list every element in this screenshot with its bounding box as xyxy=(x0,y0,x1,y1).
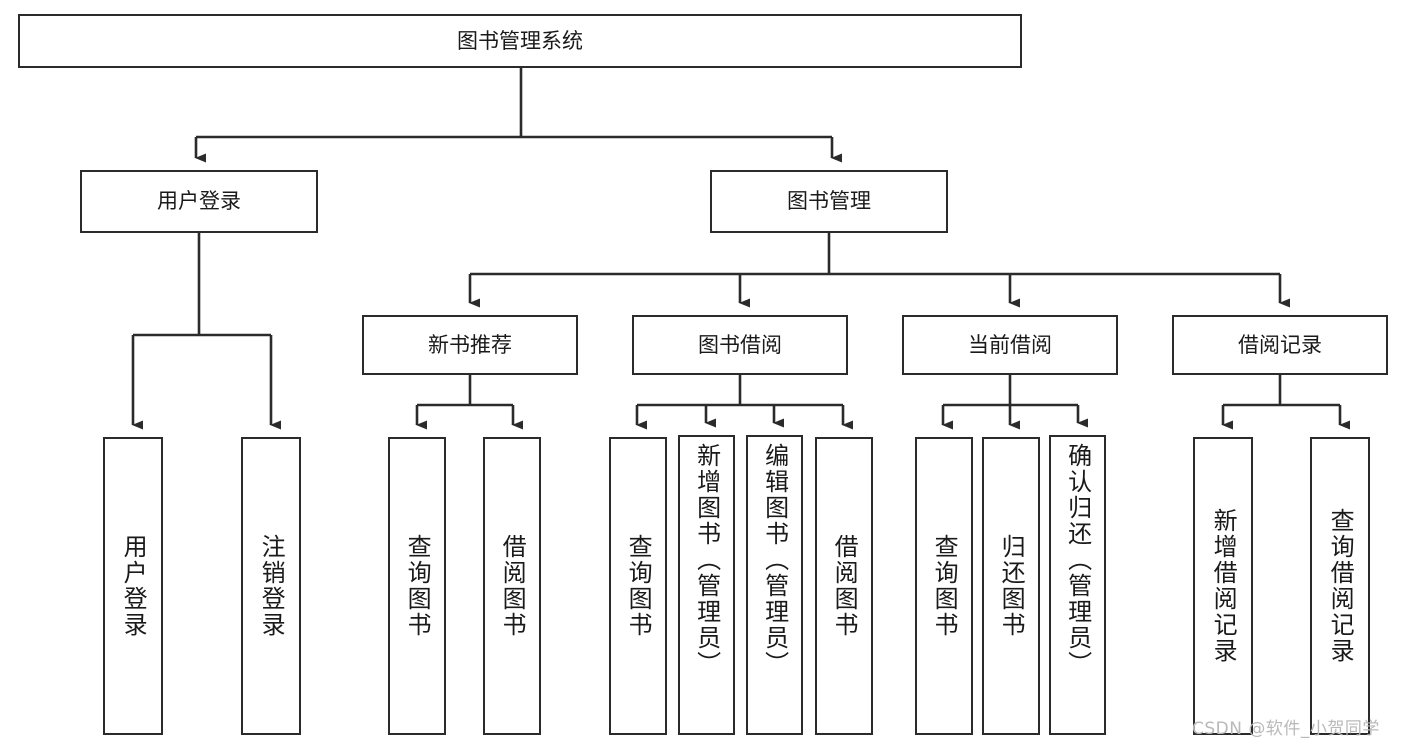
node-label: 查询借阅记录 xyxy=(1326,508,1355,664)
node-label: 用户登录 xyxy=(157,189,241,214)
node-label: 借阅记录 xyxy=(1238,332,1322,357)
node-leaf-confirm-return-admin[interactable]: 确认归还（管理员） xyxy=(1049,435,1106,735)
node-label: 图书借阅 xyxy=(698,332,782,357)
node-label: 确认归还（管理员） xyxy=(1063,443,1092,677)
node-label: 查询图书 xyxy=(403,534,432,638)
node-label: 图书管理系统 xyxy=(457,28,583,53)
node-label: 查询图书 xyxy=(624,534,653,638)
node-label: 新增借阅记录 xyxy=(1209,508,1238,664)
node-leaf-edit-book-admin[interactable]: 编辑图书（管理员） xyxy=(746,435,803,735)
node-leaf-logout[interactable]: 注销登录 xyxy=(241,437,301,735)
node-leaf-query-book-borrow[interactable]: 查询图书 xyxy=(609,437,667,735)
node-label: 归还图书 xyxy=(997,534,1026,638)
node-book-borrow[interactable]: 图书借阅 xyxy=(632,315,848,375)
node-label: 用户登录 xyxy=(119,534,148,638)
node-borrow-record[interactable]: 借阅记录 xyxy=(1172,315,1388,375)
node-leaf-borrow-book-recommend[interactable]: 借阅图书 xyxy=(483,437,541,735)
node-label: 借阅图书 xyxy=(498,534,527,638)
node-label: 注销登录 xyxy=(257,534,286,638)
node-leaf-query-book-recommend[interactable]: 查询图书 xyxy=(388,437,446,735)
node-leaf-borrow-book-borrow[interactable]: 借阅图书 xyxy=(815,437,873,735)
node-leaf-user-login[interactable]: 用户登录 xyxy=(103,437,163,735)
node-label: 图书管理 xyxy=(787,189,871,214)
node-label: 新书推荐 xyxy=(428,332,512,357)
node-label: 当前借阅 xyxy=(968,332,1052,357)
node-leaf-return-book[interactable]: 归还图书 xyxy=(982,437,1040,735)
node-leaf-query-book-current[interactable]: 查询图书 xyxy=(915,437,973,735)
node-label: 查询图书 xyxy=(930,534,959,638)
node-label: 编辑图书（管理员） xyxy=(760,443,789,677)
node-leaf-query-borrow-record[interactable]: 查询借阅记录 xyxy=(1310,437,1370,735)
node-new-book-recommend[interactable]: 新书推荐 xyxy=(362,315,578,375)
node-leaf-add-borrow-record[interactable]: 新增借阅记录 xyxy=(1193,437,1253,735)
node-user-login[interactable]: 用户登录 xyxy=(80,170,318,233)
node-leaf-add-book-admin[interactable]: 新增图书（管理员） xyxy=(678,435,735,735)
node-current-borrow[interactable]: 当前借阅 xyxy=(902,315,1118,375)
node-label: 借阅图书 xyxy=(830,534,859,638)
node-label: 新增图书（管理员） xyxy=(692,443,721,677)
node-book-management[interactable]: 图书管理 xyxy=(710,170,948,233)
node-root-system[interactable]: 图书管理系统 xyxy=(18,14,1022,68)
csdn-watermark: CSDN @软件_小贺同学 xyxy=(1192,719,1380,739)
